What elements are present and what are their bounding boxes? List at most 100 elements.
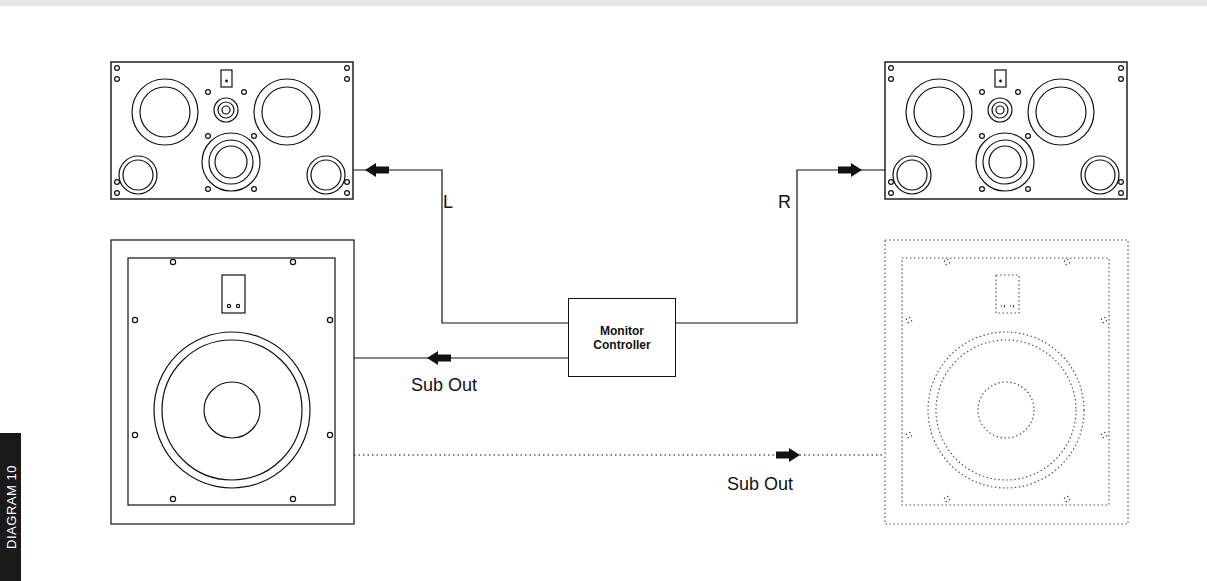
screw-hole	[1119, 66, 1124, 71]
optional-subwoofer	[885, 240, 1128, 524]
screw-hole	[170, 259, 175, 264]
screw-hole	[327, 317, 332, 322]
signal-label: Sub Out	[411, 375, 477, 395]
screw-hole	[889, 66, 894, 71]
screw-hole	[1026, 187, 1031, 192]
signal-label: Sub Out	[727, 474, 793, 494]
port-inner	[897, 160, 927, 190]
midrange-cone	[992, 102, 1008, 118]
screw-hole	[327, 432, 332, 437]
tweeter-dot	[236, 304, 239, 307]
sub-surround	[928, 332, 1084, 488]
screw-hole	[1064, 496, 1069, 501]
tweeter-dot	[227, 304, 230, 307]
screw-hole	[906, 432, 911, 437]
port	[1081, 156, 1119, 194]
woofer	[906, 79, 972, 145]
sub-wire	[354, 357, 568, 358]
sub-cabinet	[885, 240, 1128, 524]
speaker-cabinet	[111, 62, 353, 199]
screw-hole	[115, 66, 120, 71]
low-mid-cone	[215, 146, 247, 178]
tweeter	[995, 70, 1006, 87]
screw-hole	[252, 134, 257, 139]
sub-tweeter	[996, 275, 1019, 313]
sub-cap	[978, 382, 1034, 438]
sub-cone	[162, 340, 302, 480]
port	[893, 156, 931, 194]
screw-hole	[980, 90, 985, 95]
midrange-cone	[218, 102, 234, 118]
port	[307, 156, 345, 194]
screw-hole	[132, 432, 137, 437]
woofer-cone	[1036, 87, 1086, 137]
channel-label: R	[778, 192, 791, 212]
midrange-cap	[222, 106, 230, 114]
port	[119, 156, 157, 194]
tweeter	[221, 70, 232, 87]
screw-hole	[290, 496, 295, 501]
screw-hole	[345, 66, 350, 71]
screw-hole	[242, 90, 247, 95]
tweeter-dot	[1010, 304, 1013, 307]
woofer	[132, 79, 198, 145]
screw-hole	[252, 187, 257, 192]
midrange	[988, 98, 1012, 122]
screw-hole	[345, 191, 350, 196]
diagram-tab: DIAGRAM 10	[0, 433, 21, 581]
tweeter-dot	[999, 80, 1002, 83]
screw-hole	[944, 496, 949, 501]
screw-hole	[906, 317, 911, 322]
right-wire	[676, 170, 885, 323]
channel-label: L	[443, 192, 453, 212]
screw-hole	[1101, 432, 1106, 437]
diagram-number: DIAGRAM 10	[3, 465, 18, 549]
screw-hole	[170, 496, 175, 501]
screw-hole	[1026, 134, 1031, 139]
screw-hole	[206, 134, 211, 139]
page-band	[0, 0, 1207, 6]
woofer	[254, 79, 320, 145]
tweeter-dot	[1001, 304, 1004, 307]
screw-hole	[889, 180, 894, 185]
low-mid-ring	[209, 140, 253, 184]
screw-hole	[889, 77, 894, 82]
sub-link-wire	[354, 454, 885, 455]
signal-arrow	[365, 163, 389, 177]
controller-box: Monitor Controller	[568, 298, 676, 377]
low-mid-driver	[202, 133, 260, 191]
woofer	[1028, 79, 1094, 145]
screw-hole	[115, 180, 120, 185]
screw-hole	[1064, 259, 1069, 264]
screw-hole	[115, 77, 120, 82]
sub-cap	[204, 382, 260, 438]
woofer-cone	[262, 87, 312, 137]
screw-hole	[1119, 77, 1124, 82]
low-mid-cone	[989, 146, 1021, 178]
screw-hole	[345, 77, 350, 82]
screw-hole	[1101, 317, 1106, 322]
midrange-cap	[996, 106, 1004, 114]
screw-hole	[1119, 180, 1124, 185]
screw-hole	[980, 187, 985, 192]
midrange	[214, 98, 238, 122]
speaker-cabinet	[885, 62, 1127, 199]
woofer-cone	[140, 87, 190, 137]
screw-hole	[1119, 191, 1124, 196]
port-inner	[123, 160, 153, 190]
screw-hole	[115, 191, 120, 196]
screw-hole	[132, 317, 137, 322]
sub-surround	[154, 332, 310, 488]
woofer-cone	[914, 87, 964, 137]
sub-cone	[936, 340, 1076, 480]
left-wire	[353, 170, 568, 323]
sub-cabinet	[111, 240, 354, 524]
screw-hole	[206, 187, 211, 192]
sub-baffle	[128, 258, 335, 505]
screw-hole	[290, 259, 295, 264]
screw-hole	[345, 180, 350, 185]
screw-hole	[980, 134, 985, 139]
port-inner	[311, 160, 341, 190]
low-mid-driver	[976, 133, 1034, 191]
